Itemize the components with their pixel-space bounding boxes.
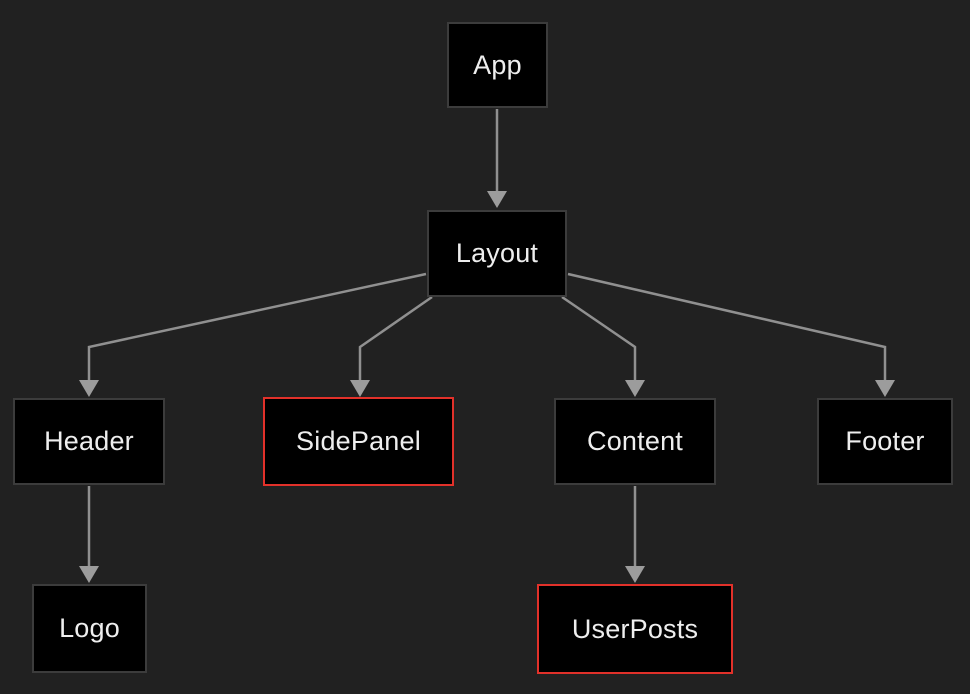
edge-layout-sidepanel [350, 295, 433, 397]
arrowhead-icon [487, 191, 507, 208]
arrowhead-icon [350, 380, 370, 397]
edge-header-logo [79, 486, 99, 583]
arrowhead-icon [625, 566, 645, 583]
node-label: Footer [845, 426, 925, 456]
node-label: Header [44, 426, 134, 456]
node-logo[interactable]: Logo [32, 584, 147, 673]
node-app[interactable]: App [447, 22, 548, 108]
node-layout[interactable]: Layout [427, 210, 567, 297]
edge-layout-footer [567, 272, 895, 397]
node-content[interactable]: Content [554, 398, 716, 485]
node-header[interactable]: Header [13, 398, 165, 485]
edge-app-layout [487, 109, 507, 208]
arrowhead-icon [875, 380, 895, 397]
node-label: Logo [59, 613, 120, 643]
node-sidepanel[interactable]: SidePanel [263, 397, 454, 486]
node-label: Content [587, 426, 683, 456]
node-label: Layout [455, 238, 539, 268]
node-label: App [473, 49, 522, 80]
arrowhead-icon [625, 380, 645, 397]
node-label: UserPosts [571, 613, 699, 644]
edge-layout-header [79, 272, 427, 397]
node-footer[interactable]: Footer [817, 398, 953, 485]
edge-content-userposts [625, 486, 645, 583]
node-userposts[interactable]: UserPosts [537, 584, 733, 674]
arrowhead-icon [79, 566, 99, 583]
node-label: SidePanel [296, 426, 421, 456]
arrowhead-icon [79, 380, 99, 397]
edge-layout-content [561, 295, 645, 397]
